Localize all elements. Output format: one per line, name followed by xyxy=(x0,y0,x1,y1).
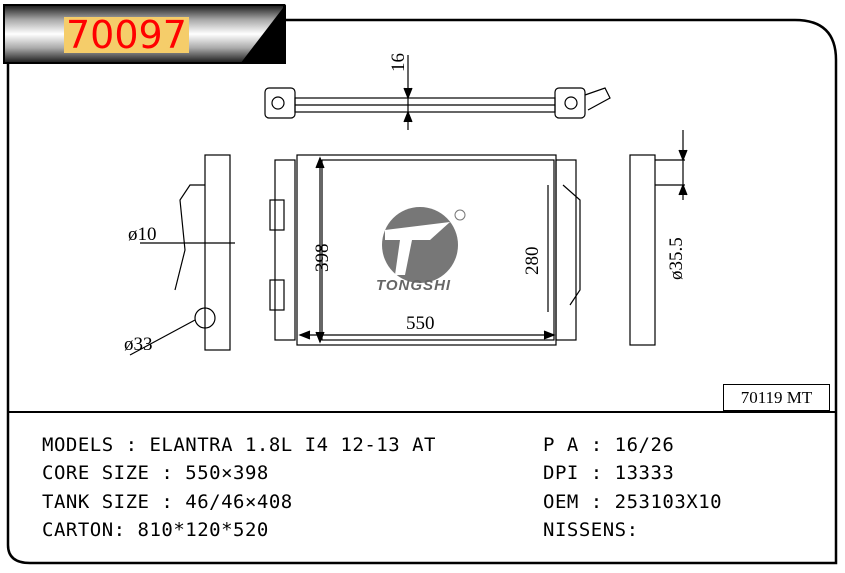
spec-nissens: NISSENS: xyxy=(543,519,639,541)
product-code: 70097 xyxy=(64,13,189,57)
top-view xyxy=(264,55,611,130)
spec-tank-size: TANK SIZE : 46/46×408 xyxy=(42,491,293,513)
dim-inner: 280 xyxy=(522,246,543,276)
dim-width: 550 xyxy=(406,313,435,334)
reference-box: 70119 MT xyxy=(723,384,830,411)
left-side-view xyxy=(129,154,235,356)
spec-core-size: CORE SIZE : 550×398 xyxy=(42,462,269,484)
spec-carton: CARTON: 810*120*520 xyxy=(42,519,269,541)
spec-dpi: DPI : 13333 xyxy=(543,462,675,484)
right-side-view xyxy=(629,130,688,346)
dim-right-pipe: ø35.5 xyxy=(666,237,687,280)
brand-logo xyxy=(382,207,466,283)
front-view xyxy=(269,154,581,346)
spec-models: MODELS : ELANTRA 1.8L I4 12-13 AT xyxy=(42,434,436,456)
dim-left-bottom: ø33 xyxy=(124,334,153,355)
brand-name: TONGSHI xyxy=(376,277,452,294)
spec-pa: P A : 16/26 xyxy=(543,434,675,456)
dim-left-pipe: ø10 xyxy=(128,224,157,245)
spec-oem: OEM : 253103X10 xyxy=(543,491,723,513)
dim-top: 16 xyxy=(388,53,409,72)
dim-height: 398 xyxy=(312,243,333,273)
